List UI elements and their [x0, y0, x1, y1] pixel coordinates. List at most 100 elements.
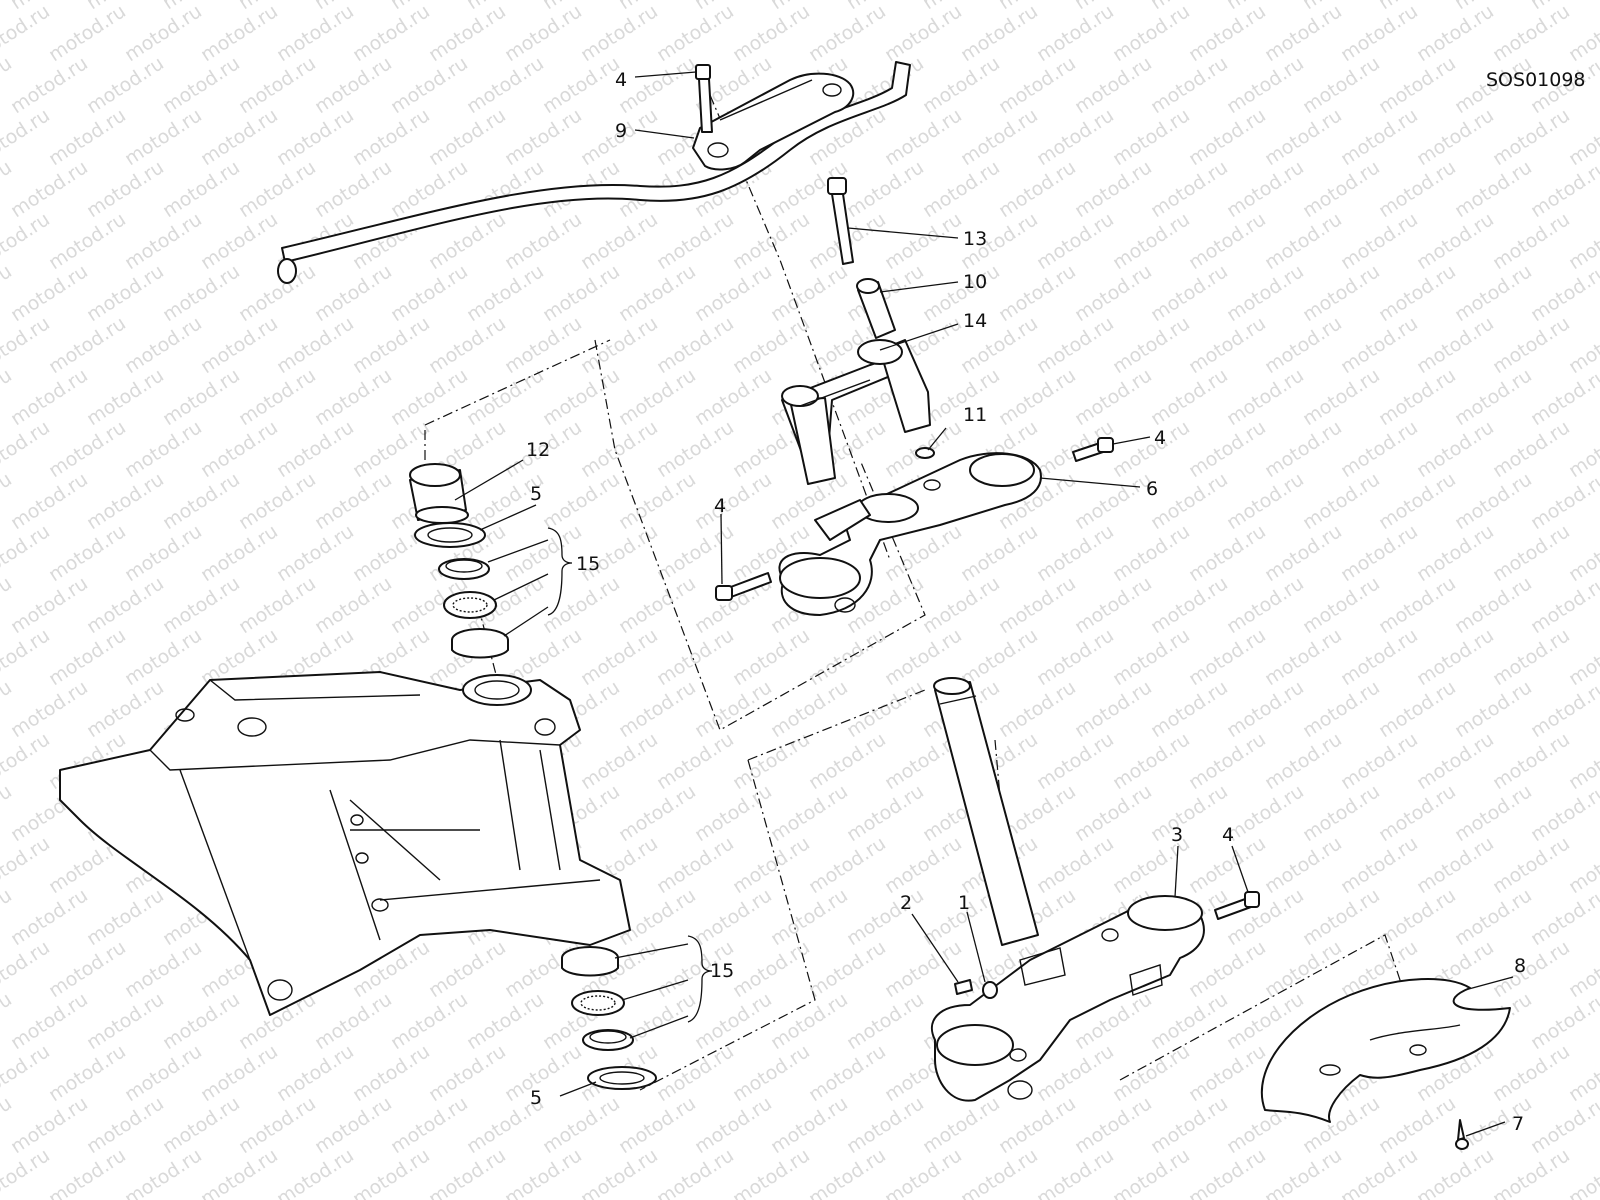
clamp-bolt-right — [1072, 437, 1114, 462]
watermark-text: motod.ru — [1071, 572, 1156, 638]
watermark-text: motod.ru — [311, 572, 396, 638]
watermark-text: motod.ru — [1375, 260, 1460, 326]
watermark-text: motod.ru — [273, 1144, 358, 1200]
watermark-text: motod.ru — [995, 156, 1080, 222]
watermark-text: motod.ru — [729, 728, 814, 794]
long-bolt — [827, 177, 854, 265]
watermark-text: motod.ru — [653, 832, 738, 898]
watermark-text: motod.ru — [1375, 364, 1460, 430]
watermark-text: motod.ru — [1337, 208, 1422, 274]
watermark-text: motod.ru — [1147, 52, 1232, 118]
upper-triple-clamp — [778, 452, 1042, 616]
watermark-text: motod.ru — [311, 988, 396, 1054]
watermark-text: motod.ru — [463, 52, 548, 118]
watermark-text: motod.ru — [45, 104, 130, 170]
bracket-upper-15 — [547, 527, 573, 616]
watermark-text: motod.ru — [311, 52, 396, 118]
screw-2 — [954, 979, 973, 995]
watermark-text: motod.ru — [1033, 208, 1118, 274]
watermark-text: motod.ru — [577, 728, 662, 794]
watermark-text: motod.ru — [881, 0, 966, 66]
watermark-text: motod.ru — [1337, 1144, 1422, 1200]
lower-cover — [1260, 978, 1511, 1123]
watermark-text: motod.ru — [1109, 104, 1194, 170]
watermark-text: motod.ru — [1375, 468, 1460, 534]
watermark-text: motod.ru — [0, 208, 54, 274]
watermark-text: motod.ru — [1413, 104, 1498, 170]
watermark-text: motod.ru — [539, 468, 624, 534]
watermark-text: motod.ru — [463, 260, 548, 326]
watermark-text: motod.ru — [1413, 728, 1498, 794]
watermark-text: motod.ru — [539, 572, 624, 638]
steering-nut — [409, 463, 469, 524]
watermark-text: motod.ru — [1299, 364, 1384, 430]
watermark-text: motod.ru — [1375, 780, 1460, 846]
watermark-text: motod.ru — [1185, 416, 1270, 482]
watermark-text: motod.ru — [311, 468, 396, 534]
watermark-text: motod.ru — [0, 416, 54, 482]
watermark-text: motod.ru — [881, 936, 966, 1002]
watermark-text: motod.ru — [1147, 468, 1232, 534]
watermark-text: motod.ru — [197, 208, 282, 274]
watermark-text: motod.ru — [501, 104, 586, 170]
watermark-text: motod.ru — [45, 1040, 130, 1106]
watermark-text: motod.ru — [1565, 1144, 1600, 1200]
watermark-text: motod.ru — [843, 988, 928, 1054]
watermark-text: motod.ru — [843, 156, 928, 222]
watermark-text: motod.ru — [83, 364, 168, 430]
watermark-text: motod.ru — [159, 988, 244, 1054]
watermark-text: motod.ru — [729, 1144, 814, 1200]
watermark-text: motod.ru — [539, 1092, 624, 1158]
watermark-text: motod.ru — [1185, 0, 1270, 66]
watermark-text: motod.ru — [349, 104, 434, 170]
label-4-clamp-bolt: 4 — [615, 69, 627, 91]
watermark-text: motod.ru — [957, 1144, 1042, 1200]
seal-lower — [587, 1066, 657, 1090]
drawing-code: SOS01098 — [1486, 69, 1586, 91]
watermark-text: motod.ru — [501, 312, 586, 378]
watermark-text: motod.ru — [995, 260, 1080, 326]
watermark-text: motod.ru — [1337, 0, 1422, 66]
watermark-text: motod.ru — [1147, 988, 1232, 1054]
watermark-text: motod.ru — [1223, 780, 1308, 846]
watermark-text: motod.ru — [691, 260, 776, 326]
watermark-text: motod.ru — [805, 1144, 890, 1200]
watermark-text: motod.ru — [159, 572, 244, 638]
watermark-text: motod.ru — [349, 1040, 434, 1106]
watermark-text: motod.ru — [1489, 728, 1574, 794]
watermark-text: motod.ru — [197, 312, 282, 378]
watermark-text: motod.ru — [1223, 260, 1308, 326]
watermark-text: motod.ru — [159, 52, 244, 118]
watermark-text: motod.ru — [1413, 312, 1498, 378]
watermark-text: motod.ru — [615, 364, 700, 430]
watermark-text: motod.ru — [1033, 728, 1118, 794]
watermark-text: motod.ru — [881, 1144, 966, 1200]
watermark-text: motod.ru — [767, 780, 852, 846]
watermark-text: motod.ru — [1375, 52, 1460, 118]
watermark-text: motod.ru — [919, 364, 1004, 430]
watermark-text: motod.ru — [1299, 52, 1384, 118]
watermark-text: motod.ru — [1451, 884, 1536, 950]
watermark-text: motod.ru — [1261, 0, 1346, 66]
lower-clamp-bolt — [1214, 891, 1260, 920]
watermark-text: motod.ru — [805, 728, 890, 794]
watermark-text: motod.ru — [805, 624, 890, 690]
watermark-text: motod.ru — [501, 1040, 586, 1106]
watermark-text: motod.ru — [501, 1144, 586, 1200]
label-12-steering-nut: 12 — [526, 439, 550, 461]
label-4-upper-right-bolt: 4 — [1154, 427, 1166, 449]
watermark-text: motod.ru — [691, 468, 776, 534]
watermark-text: motod.ru — [1489, 208, 1574, 274]
watermark-text: motod.ru — [729, 936, 814, 1002]
watermark-text: motod.ru — [83, 260, 168, 326]
watermark-text: motod.ru — [83, 468, 168, 534]
watermark-text: motod.ru — [957, 104, 1042, 170]
watermark-text: motod.ru — [1185, 104, 1270, 170]
label-1-pin: 1 — [958, 892, 970, 914]
watermark-text: motod.ru — [1261, 728, 1346, 794]
watermark-text: motod.ru — [1489, 1040, 1574, 1106]
watermark-text: motod.ru — [197, 416, 282, 482]
callout-labels: 4 9 13 10 14 11 4 6 4 12 5 15 15 5 2 1 3… — [526, 69, 1526, 1135]
watermark-text: motod.ru — [7, 572, 92, 638]
watermark-text: motod.ru — [1109, 728, 1194, 794]
